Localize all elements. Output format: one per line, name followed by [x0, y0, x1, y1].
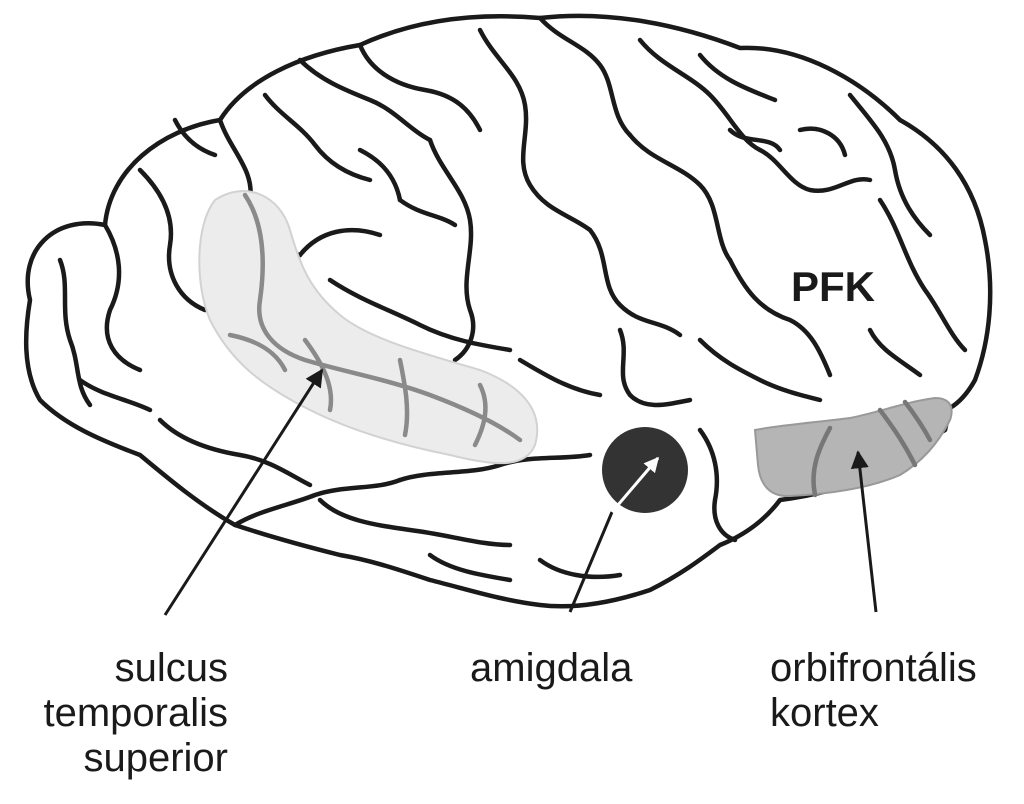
sts-sulcus-lines — [227, 192, 523, 448]
ofc-label-line1: orbifrontális — [770, 646, 977, 690]
gyri-lines — [57, 15, 968, 583]
amygdala-pointer-arrow-outer — [568, 511, 614, 613]
sts-label-line3: superior — [83, 736, 228, 780]
amygdala-dot — [602, 427, 688, 513]
ofc-region — [753, 396, 953, 498]
sts-label-line1: sulcus — [114, 646, 228, 690]
sts-label-line2: temporalis — [43, 691, 228, 735]
amygdala-pointer-arrow-inner — [610, 456, 660, 513]
ofc-pointer-arrow — [850, 450, 878, 613]
ofc-label: orbifrontális kortex — [770, 646, 977, 736]
ofc-sulcus-lines — [811, 399, 933, 498]
sts-pointer-arrow — [163, 368, 324, 616]
amygdala-label: amigdala — [470, 646, 633, 690]
sts-region — [198, 190, 539, 465]
sts-label: sulcus temporalis superior — [43, 646, 228, 781]
pfk-label: PFK — [791, 263, 875, 310]
ofc-label-line2: kortex — [770, 691, 879, 735]
